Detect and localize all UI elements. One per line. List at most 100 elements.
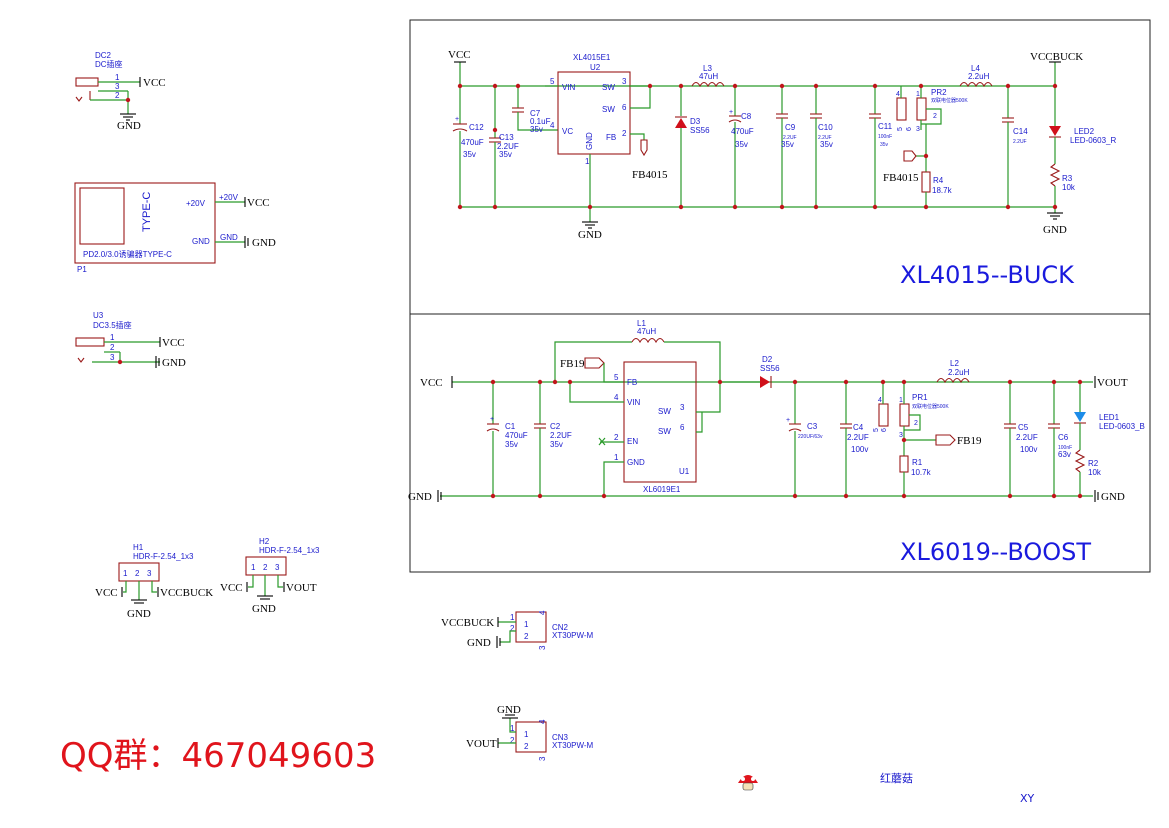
svg-text:2: 2 xyxy=(914,420,918,427)
u1-name: XL6019E1 xyxy=(643,485,681,494)
cn3-name: XT30PW-M xyxy=(552,741,594,750)
cn2-gnd-net: GND xyxy=(467,637,491,649)
c6-ref: C6 xyxy=(1058,433,1069,442)
h2-header: H2 HDR-F-2.54_1x3 1 2 3 VCC GND VOUT xyxy=(220,537,320,615)
svg-text:1: 1 xyxy=(899,397,903,404)
dc2-vcc-net: VCC xyxy=(143,77,166,89)
cn2-name: XT30PW-M xyxy=(552,631,594,640)
pr2-fb4015-net: FB4015 xyxy=(883,172,919,184)
boost-circuit: VCC GND + C1 470uF 35v C2 2.2UF 35v L1 4… xyxy=(408,319,1145,503)
svg-text:4: 4 xyxy=(538,719,547,724)
svg-text:SW: SW xyxy=(658,427,671,436)
svg-text:5: 5 xyxy=(550,77,555,86)
svg-text:2: 2 xyxy=(524,742,529,751)
boost-section-title: XL6019--BOOST xyxy=(900,538,1091,566)
p1-vcc-net: VCC xyxy=(247,197,270,209)
pr1-value: 双联电位器500K xyxy=(912,403,949,410)
c2-value: 2.2UF xyxy=(550,431,572,440)
svg-text:+: + xyxy=(786,417,790,424)
h1-vcc-net: VCC xyxy=(95,587,118,599)
c7-ref: C7 xyxy=(530,109,541,118)
boost-gnd-out-net: GND xyxy=(1101,491,1125,503)
svg-text:GND: GND xyxy=(627,458,645,467)
l2-value: 2.2uH xyxy=(948,368,970,377)
svg-text:+: + xyxy=(455,116,459,123)
svg-text:SW: SW xyxy=(602,105,615,114)
dc2-connector: DC2 DC插座 1 3 2 VCC GND xyxy=(75,51,166,132)
author-text: 红蘑菇 xyxy=(880,771,913,785)
c14-value: 2.2UF xyxy=(1013,139,1027,145)
svg-text:2: 2 xyxy=(510,624,515,633)
c12-volt: 35v xyxy=(463,150,476,159)
svg-text:4: 4 xyxy=(614,393,619,402)
d3-value: SS56 xyxy=(690,126,710,135)
svg-text:2: 2 xyxy=(614,433,619,442)
p1-typec-module: TYPE-C +20V GND PD2.0/3.0诱骗器TYPE-C P1 +2… xyxy=(74,182,276,274)
l3-ref: L3 xyxy=(703,64,712,73)
svg-text:6: 6 xyxy=(622,103,627,112)
svg-text:1: 1 xyxy=(123,569,128,578)
boost-vout-net: VOUT xyxy=(1097,377,1128,389)
c14-ref: C14 xyxy=(1013,127,1028,136)
svg-text:5: 5 xyxy=(897,127,904,131)
buck-vccbuck-net: VCCBUCK xyxy=(1030,51,1083,63)
svg-text:VC: VC xyxy=(562,127,573,136)
svg-text:3: 3 xyxy=(275,563,280,572)
c5-value: 2.2UF xyxy=(1016,433,1038,442)
r1-value: 10.7k xyxy=(911,468,932,477)
p1-20v-netlabel: +20V xyxy=(219,193,239,202)
cn2-ref: CN2 xyxy=(552,623,569,632)
p1-ref: P1 xyxy=(77,265,87,274)
l2-ref: L2 xyxy=(950,359,959,368)
c6-value: 100nF xyxy=(1058,445,1072,451)
dc2-pin1: 1 xyxy=(115,73,120,82)
c6-volt: 63v xyxy=(1058,450,1071,459)
cn3-vout-net: VOUT xyxy=(466,738,497,750)
svg-text:1: 1 xyxy=(916,91,920,98)
svg-text:1: 1 xyxy=(524,730,529,739)
svg-text:1: 1 xyxy=(510,613,515,622)
c2-ref: C2 xyxy=(550,422,561,431)
c3-ref: C3 xyxy=(807,422,818,431)
buck-gnd-out-net: GND xyxy=(1043,224,1067,236)
svg-text:6: 6 xyxy=(906,127,913,131)
svg-text:SW: SW xyxy=(602,83,615,92)
svg-text:+: + xyxy=(490,416,494,423)
u2-fb4015-net: FB4015 xyxy=(632,169,668,181)
d3-ref: D3 xyxy=(690,117,701,126)
boost-frame xyxy=(409,313,1151,573)
c8-volt: 35v xyxy=(735,140,748,149)
c7-volt: 35v xyxy=(530,125,543,134)
pr1-fb19-net: FB19 xyxy=(957,435,982,447)
boost-gnd-in-net: GND xyxy=(408,491,432,503)
cn2-xt30: 1 2 4 3 1 2 VCCBUCK GND CN2 XT30PW-M xyxy=(441,610,594,650)
svg-text:5: 5 xyxy=(614,373,619,382)
dc2-pin3: 3 xyxy=(115,82,120,91)
c9-ref: C9 xyxy=(785,123,796,132)
l4-value: 2.2uH xyxy=(968,72,990,81)
c13-value: 2.2UF xyxy=(497,142,519,151)
r1-ref: R1 xyxy=(912,458,923,467)
svg-text:1: 1 xyxy=(585,157,590,166)
c12-value: 470uF xyxy=(461,138,484,147)
svg-text:EN: EN xyxy=(627,437,638,446)
d2-ref: D2 xyxy=(762,355,773,364)
svg-text:2: 2 xyxy=(622,129,627,138)
h2-ref: H2 xyxy=(259,537,270,546)
dc2-ref: DC2 xyxy=(95,51,112,60)
l1-value: 47uH xyxy=(637,327,656,336)
u2-ref: U2 xyxy=(590,63,601,72)
u1-ref: U1 xyxy=(679,467,690,476)
h1-name: HDR-F-2.54_1x3 xyxy=(133,552,194,561)
xy-text: XY xyxy=(1020,792,1035,805)
p1-pin-20v: +20V xyxy=(186,199,206,208)
svg-text:2: 2 xyxy=(524,632,529,641)
svg-text:1: 1 xyxy=(614,453,619,462)
qq-group-text: QQ群：467049603 xyxy=(60,736,376,776)
l1-ref: L1 xyxy=(637,319,646,328)
h1-header: H1 HDR-F-2.54_1x3 1 2 3 VCC GND VCCBUCK xyxy=(95,543,213,620)
p1-desc: PD2.0/3.0诱骗器TYPE-C xyxy=(83,249,172,259)
dc2-name: DC插座 xyxy=(95,59,123,69)
svg-text:4: 4 xyxy=(538,610,547,615)
c7-value: 0.1uF xyxy=(530,117,551,126)
